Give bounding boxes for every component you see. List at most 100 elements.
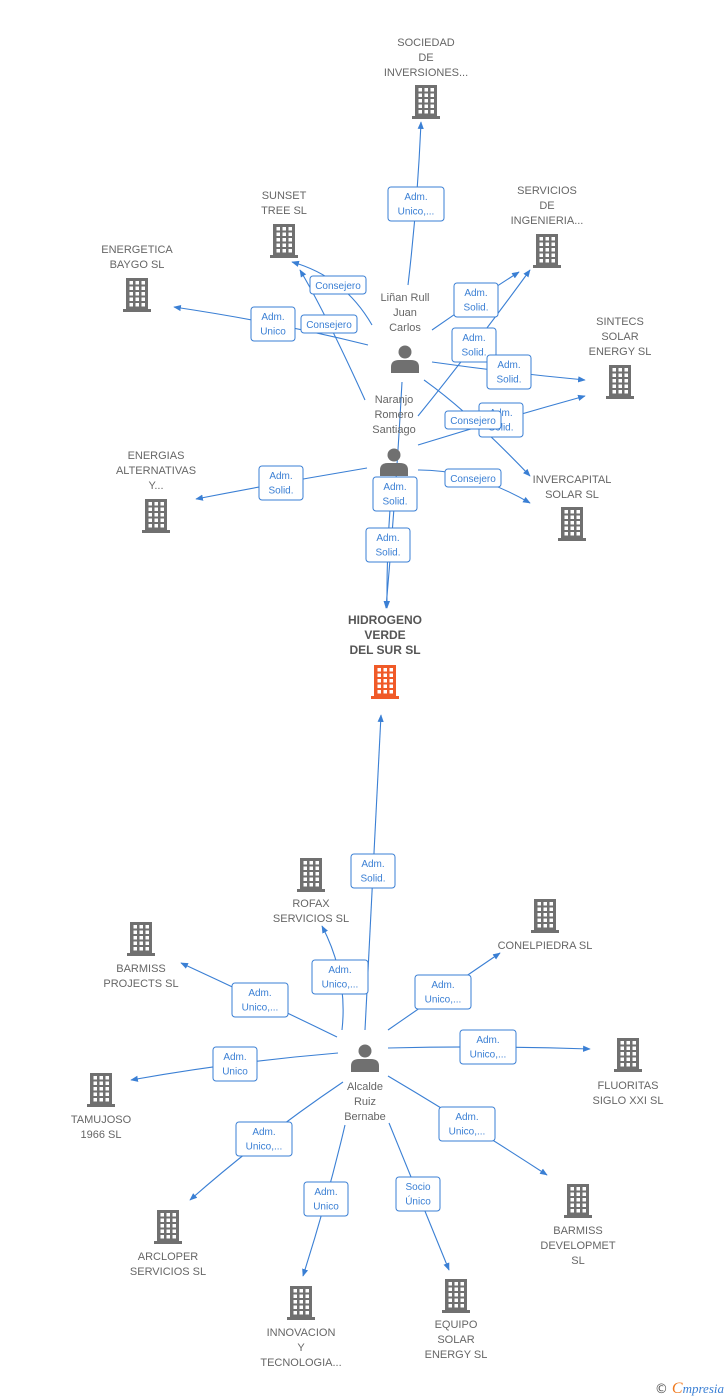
edge-label-text: Adm. [404, 192, 427, 203]
building-icon[interactable] [287, 1286, 315, 1320]
node-label-sociedad: SOCIEDADDEINVERSIONES... [384, 37, 468, 79]
node-label-line: ARCLOPER [138, 1251, 199, 1263]
edge-label-box [459, 1029, 517, 1065]
building-icon[interactable] [127, 922, 155, 956]
edge-label-naranjo-to-invercapital[interactable]: Consejero [444, 468, 502, 488]
edge-label-alcalde-to-fluoritas[interactable]: Adm.Unico,... [459, 1029, 517, 1065]
building-icon[interactable] [297, 858, 325, 892]
edge-label-naranjo-to-hidrogeno[interactable]: Adm.Solid. [365, 527, 411, 563]
edge-label-text: Consejero [315, 281, 361, 292]
edge-label-text: Adm. [431, 980, 454, 991]
edge-label-linan-to-sunset[interactable]: Consejero [309, 275, 367, 295]
edge-label-alcalde-to-barmiss_p[interactable]: Adm. Unico,... [231, 982, 289, 1018]
node-label-line: Y [297, 1342, 305, 1354]
building-icon[interactable] [154, 1210, 182, 1244]
node-label-line: SOCIEDAD [397, 37, 455, 49]
building-icon[interactable] [531, 899, 559, 933]
node-label-line: SIGLO XXI SL [593, 1095, 664, 1107]
building-icon[interactable] [614, 1038, 642, 1072]
edge-label-naranjo-to-energias[interactable]: Adm.Solid. [258, 465, 304, 501]
edge-label-linan-to-hidrogeno[interactable]: Adm.Solid. [372, 476, 418, 512]
node-label-line: EQUIPO [435, 1319, 478, 1331]
edge-label-text: Adm. [464, 288, 487, 299]
node-label-line: INGENIERIA... [511, 215, 584, 227]
edge-label-naranjo-to-servicios_ing[interactable]: Adm.Solid. [451, 327, 497, 363]
edge-label-alcalde-to-arcloper[interactable]: Adm.Unico,... [235, 1121, 293, 1157]
node-label-servicios_ing: SERVICIOSDEINGENIERIA... [511, 185, 584, 227]
edge-label-linan-to-sociedad[interactable]: Adm.Unico,... [387, 186, 445, 222]
edge-label-alcalde-to-innovacion[interactable]: Adm.Unico [303, 1181, 349, 1217]
person-icon[interactable] [380, 448, 408, 477]
node-label-conelpiedra: CONELPIEDRA SL [498, 940, 593, 952]
person-icon[interactable] [351, 1044, 379, 1073]
edge-label-text: Adm. [248, 988, 271, 999]
edge-label-alcalde-to-hidrogeno[interactable]: Adm.Solid. [350, 853, 396, 889]
node-label-line: 1966 SL [81, 1129, 122, 1141]
node-label-line: BARMISS [553, 1225, 603, 1237]
edge-label-text: Adm. [497, 360, 520, 371]
edge-label-alcalde-to-barmiss_d[interactable]: Adm.Unico,... [438, 1106, 496, 1142]
building-icon[interactable] [123, 278, 151, 312]
node-label-line: TREE SL [261, 205, 307, 217]
building-icon[interactable] [412, 85, 440, 119]
edge-label-alcalde-to-tamujoso[interactable]: Adm.Unico [212, 1046, 258, 1082]
edge-label-alcalde-to-rofax[interactable]: Adm.Unico,... [311, 959, 369, 995]
edge-label-box [387, 186, 445, 222]
node-label-line: DE [418, 52, 433, 64]
node-label-line: SOLAR SL [545, 489, 599, 501]
edge-label-box [451, 327, 497, 363]
person-icon[interactable] [391, 345, 419, 374]
edge-label-box [212, 1046, 258, 1082]
node-sociedad[interactable]: SOCIEDADDEINVERSIONES... [384, 37, 468, 119]
edge-label-naranjo-to-energetica[interactable]: Adm.Unico [250, 306, 296, 342]
node-label-line: ENERGY SL [425, 1349, 488, 1361]
edge-label-linan-to-servicios_ing[interactable]: Adm.Solid. [453, 282, 499, 318]
edge-label-linan-to-invercapital[interactable]: Consejero [444, 410, 502, 430]
building-icon[interactable] [606, 365, 634, 399]
building-icon[interactable] [564, 1184, 592, 1218]
building-icon[interactable] [558, 507, 586, 541]
node-label-line: Alcalde [347, 1081, 383, 1093]
building-icon[interactable] [442, 1279, 470, 1313]
edge-label-box [395, 1176, 441, 1212]
node-servicios_ing[interactable]: SERVICIOSDEINGENIERIA... [511, 185, 584, 268]
building-icon[interactable] [270, 224, 298, 258]
node-conelpiedra[interactable]: CONELPIEDRA SL [498, 899, 593, 952]
empresia-logo[interactable]: Cmpresia [672, 1380, 724, 1398]
edge-label-text: Solid. [382, 497, 407, 508]
edge-label-text: Unico,... [242, 1003, 279, 1014]
building-icon[interactable] [87, 1073, 115, 1107]
edge-label-linan-to-sintecs[interactable]: Adm.Solid. [486, 354, 532, 390]
edge-label-box [309, 275, 367, 295]
node-energias[interactable]: ENERGIASALTERNATIVASY... [116, 450, 196, 533]
building-icon[interactable] [142, 499, 170, 533]
node-label-line: DEL SUR SL [349, 643, 420, 657]
building-icon[interactable] [533, 234, 561, 268]
edge-label-naranjo-to-sunset[interactable]: Consejero [300, 314, 358, 334]
building-icon-main[interactable] [371, 665, 399, 699]
edge-label-alcalde-to-conelpiedra[interactable]: Adm.Unico,... [414, 974, 472, 1010]
node-innovacion[interactable]: INNOVACIONYTECNOLOGIA... [260, 1286, 342, 1369]
edge-labels-layer: Adm.Unico,...ConsejeroConsejeroAdm.Unico… [212, 186, 532, 1217]
edge-label-text: Adm. [223, 1052, 246, 1063]
